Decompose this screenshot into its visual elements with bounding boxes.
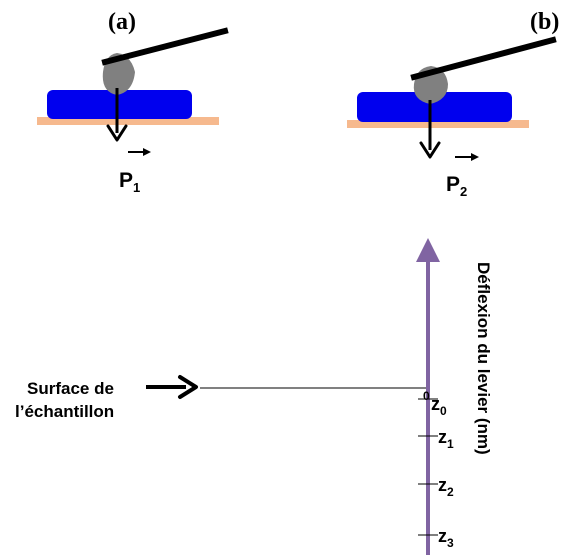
axis-tick-label-z3: z3 (438, 526, 454, 550)
surface-label-line2: l’échantillon (15, 402, 114, 421)
axis-title: Déflexion du levier (nm) (474, 262, 493, 455)
panel-b-label: (b) (530, 9, 559, 35)
panel-a: (a) P1 (37, 9, 229, 195)
panel-a-substrate (37, 117, 219, 125)
panel-b: (b) P2 (347, 9, 559, 199)
panel-a-sample (47, 90, 192, 119)
panel-b-force-label: P2 (446, 173, 467, 199)
panel-a-force-arrowhead (106, 124, 128, 142)
panel-a-force-label: P1 (119, 169, 140, 195)
panel-b-vector-head (471, 153, 479, 161)
axis-tick-label-z1: z1 (438, 427, 454, 451)
panel-b-substrate (347, 120, 529, 128)
panel-a-cantilever (101, 27, 229, 66)
panel-b-force-arrowhead (419, 141, 441, 159)
axis-tick-label-z2: z2 (438, 475, 454, 499)
panel-a-label: (a) (108, 9, 136, 35)
panel-b-sample (357, 92, 512, 122)
deflection-axis: Déflexion du levier (nm) 0 z0 z1 z2 z3 (200, 238, 493, 555)
panel-a-vector-head (143, 148, 151, 156)
axis-zero-label: 0 (423, 389, 430, 403)
panel-b-cantilever (410, 36, 557, 81)
surface-annotation: Surface de l’échantillon (15, 375, 198, 421)
axis-tick-label-z0: z0 (431, 394, 447, 418)
surface-pointer-arrowhead (178, 375, 198, 399)
surface-label-line1: Surface de (27, 379, 114, 398)
